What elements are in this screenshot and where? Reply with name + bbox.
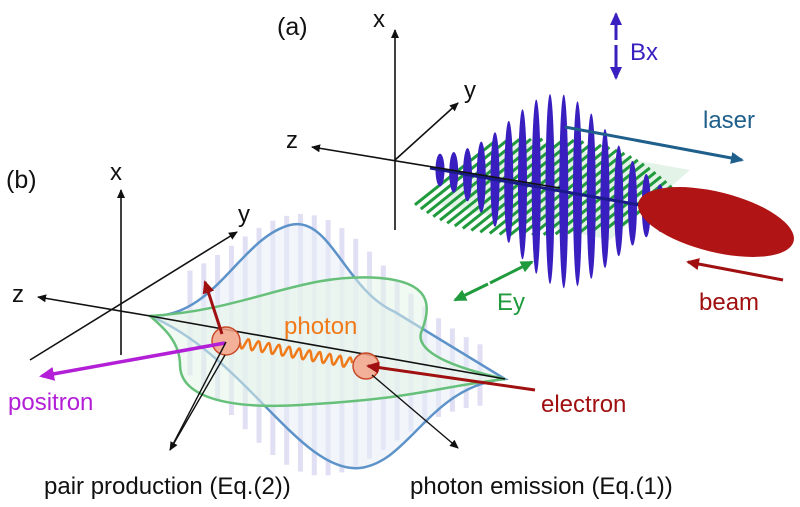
laser-direction-arrow xyxy=(564,125,744,164)
axis-b-x-label: x xyxy=(110,159,122,186)
bx-label: Bx xyxy=(630,39,658,66)
axis-a-z-label: z xyxy=(286,127,298,154)
pair-callout-pointer-2 xyxy=(169,341,227,451)
positron-label: positron xyxy=(8,389,93,416)
photon-emission-label: photon emission (Eq.(1)) xyxy=(410,473,673,500)
electron-incoming-arrow xyxy=(366,361,536,392)
beam-bunch xyxy=(638,187,794,257)
laser-label: laser xyxy=(703,107,755,134)
bx-field-wave xyxy=(435,94,665,289)
beam-label: beam xyxy=(699,289,759,316)
ey-arrow-back xyxy=(453,282,489,302)
beam-direction-arrow xyxy=(686,258,784,282)
panel-b: (b) x y z photon positron electron pair … xyxy=(6,159,673,500)
axis-a-y xyxy=(394,102,459,161)
axis-a-y-label: y xyxy=(464,77,476,104)
pulse-axis-line xyxy=(149,315,506,380)
axis-b-z-label: z xyxy=(12,281,24,308)
axis-a-x-label: x xyxy=(373,6,385,33)
pair-production-label: pair production (Eq.(2)) xyxy=(44,473,291,500)
photon-label: photon xyxy=(284,313,357,340)
electron-after-pair-arrow xyxy=(202,280,224,335)
axis-b-z xyxy=(37,294,151,317)
pair-production-site xyxy=(211,326,241,356)
panel-a: (a) x y z Bx laser Ey beam xyxy=(277,6,794,316)
panel-a-tag: (a) xyxy=(277,13,308,41)
photon-wave xyxy=(238,338,354,368)
electron-label: electron xyxy=(541,391,626,418)
panel-b-tag: (b) xyxy=(6,166,37,194)
laser-axis-line xyxy=(429,166,641,207)
pair-callout-pointer-1 xyxy=(169,354,226,451)
emission-callout-pointer xyxy=(371,374,459,449)
axis-b-y xyxy=(29,231,238,361)
axis-a-z xyxy=(311,144,561,189)
ey-label: Ey xyxy=(497,289,525,316)
axis-b-y-label: y xyxy=(238,201,250,228)
ey-arrow-forward xyxy=(489,260,534,285)
positron-arrow xyxy=(39,341,226,381)
